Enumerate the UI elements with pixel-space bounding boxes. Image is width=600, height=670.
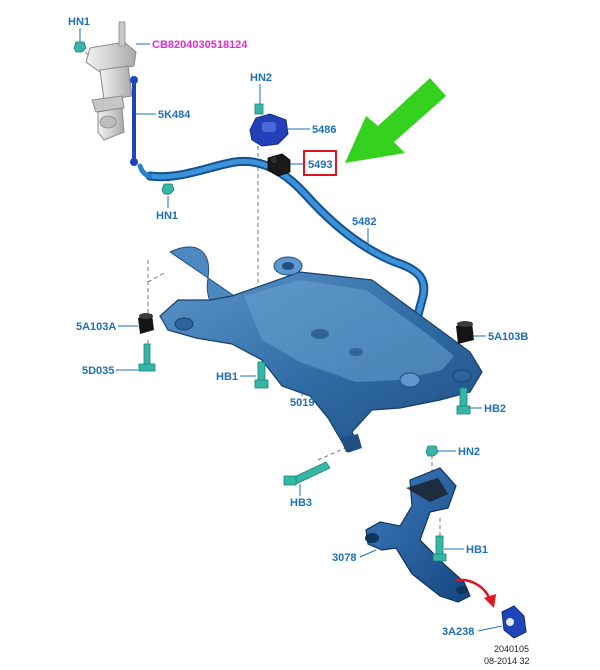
subframe-bushing-left bbox=[138, 313, 154, 334]
label-hn1-mid: HN1 bbox=[156, 210, 178, 222]
callout-labels: HN1 CB8204030518124 5K484 HN1 HN2 5486 5… bbox=[68, 16, 528, 638]
label-3a238: 3A238 bbox=[442, 626, 474, 638]
label-hb1-left: HB1 bbox=[216, 371, 238, 383]
stabilizer-bar bbox=[137, 156, 429, 335]
diagram-footer: 2040105 08-2014 32 bbox=[484, 644, 530, 666]
leader-lines bbox=[79, 28, 503, 632]
fasteners bbox=[73, 41, 471, 562]
label-5482: 5482 bbox=[352, 216, 376, 228]
nut-hn2-low bbox=[425, 445, 439, 457]
bolt-hb1-left bbox=[254, 361, 269, 389]
label-5d035: 5D035 bbox=[82, 365, 114, 377]
label-5k484: 5K484 bbox=[158, 109, 191, 121]
rotation-arrow-icon bbox=[455, 578, 496, 608]
label-hb2: HB2 bbox=[484, 403, 506, 415]
footer-code: 2040105 bbox=[494, 644, 529, 654]
label-3078: 3078 bbox=[332, 552, 356, 564]
label-hn2-low: HN2 bbox=[458, 446, 480, 458]
label-part-number: CB8204030518124 bbox=[152, 39, 248, 51]
bolt-5d035 bbox=[138, 343, 156, 372]
bolt-hb3 bbox=[283, 461, 331, 486]
label-hb3: HB3 bbox=[290, 497, 312, 509]
label-5019: 5019 bbox=[290, 397, 314, 409]
footer-date: 08-2014 32 bbox=[484, 656, 530, 666]
bolt-hb1-right bbox=[432, 535, 447, 562]
label-hn2-top: HN2 bbox=[250, 72, 272, 84]
bolt-hb2 bbox=[456, 387, 471, 415]
nut-hn1-top bbox=[73, 41, 87, 53]
label-5a103b: 5A103B bbox=[488, 331, 528, 343]
stabilizer-link bbox=[130, 76, 138, 166]
label-hb1-right: HB1 bbox=[466, 544, 488, 556]
strut-assembly bbox=[85, 21, 137, 141]
label-5493: 5493 bbox=[308, 159, 332, 171]
label-hn1-top: HN1 bbox=[68, 16, 90, 28]
stabilizer-bar-bushing bbox=[267, 153, 291, 177]
label-5a103a: 5A103A bbox=[76, 321, 116, 333]
ball-joint bbox=[501, 605, 527, 639]
nut-hn2-top bbox=[254, 103, 264, 115]
stabilizer-bar-clamp bbox=[249, 113, 289, 147]
nut-hn1-mid bbox=[161, 183, 175, 195]
subframe-bushing-right bbox=[456, 321, 474, 344]
lower-control-arm bbox=[365, 467, 471, 603]
highlight-box bbox=[303, 150, 337, 176]
label-5486: 5486 bbox=[312, 124, 336, 136]
front-subframe bbox=[159, 246, 483, 453]
pointer-arrow-icon bbox=[345, 78, 446, 163]
